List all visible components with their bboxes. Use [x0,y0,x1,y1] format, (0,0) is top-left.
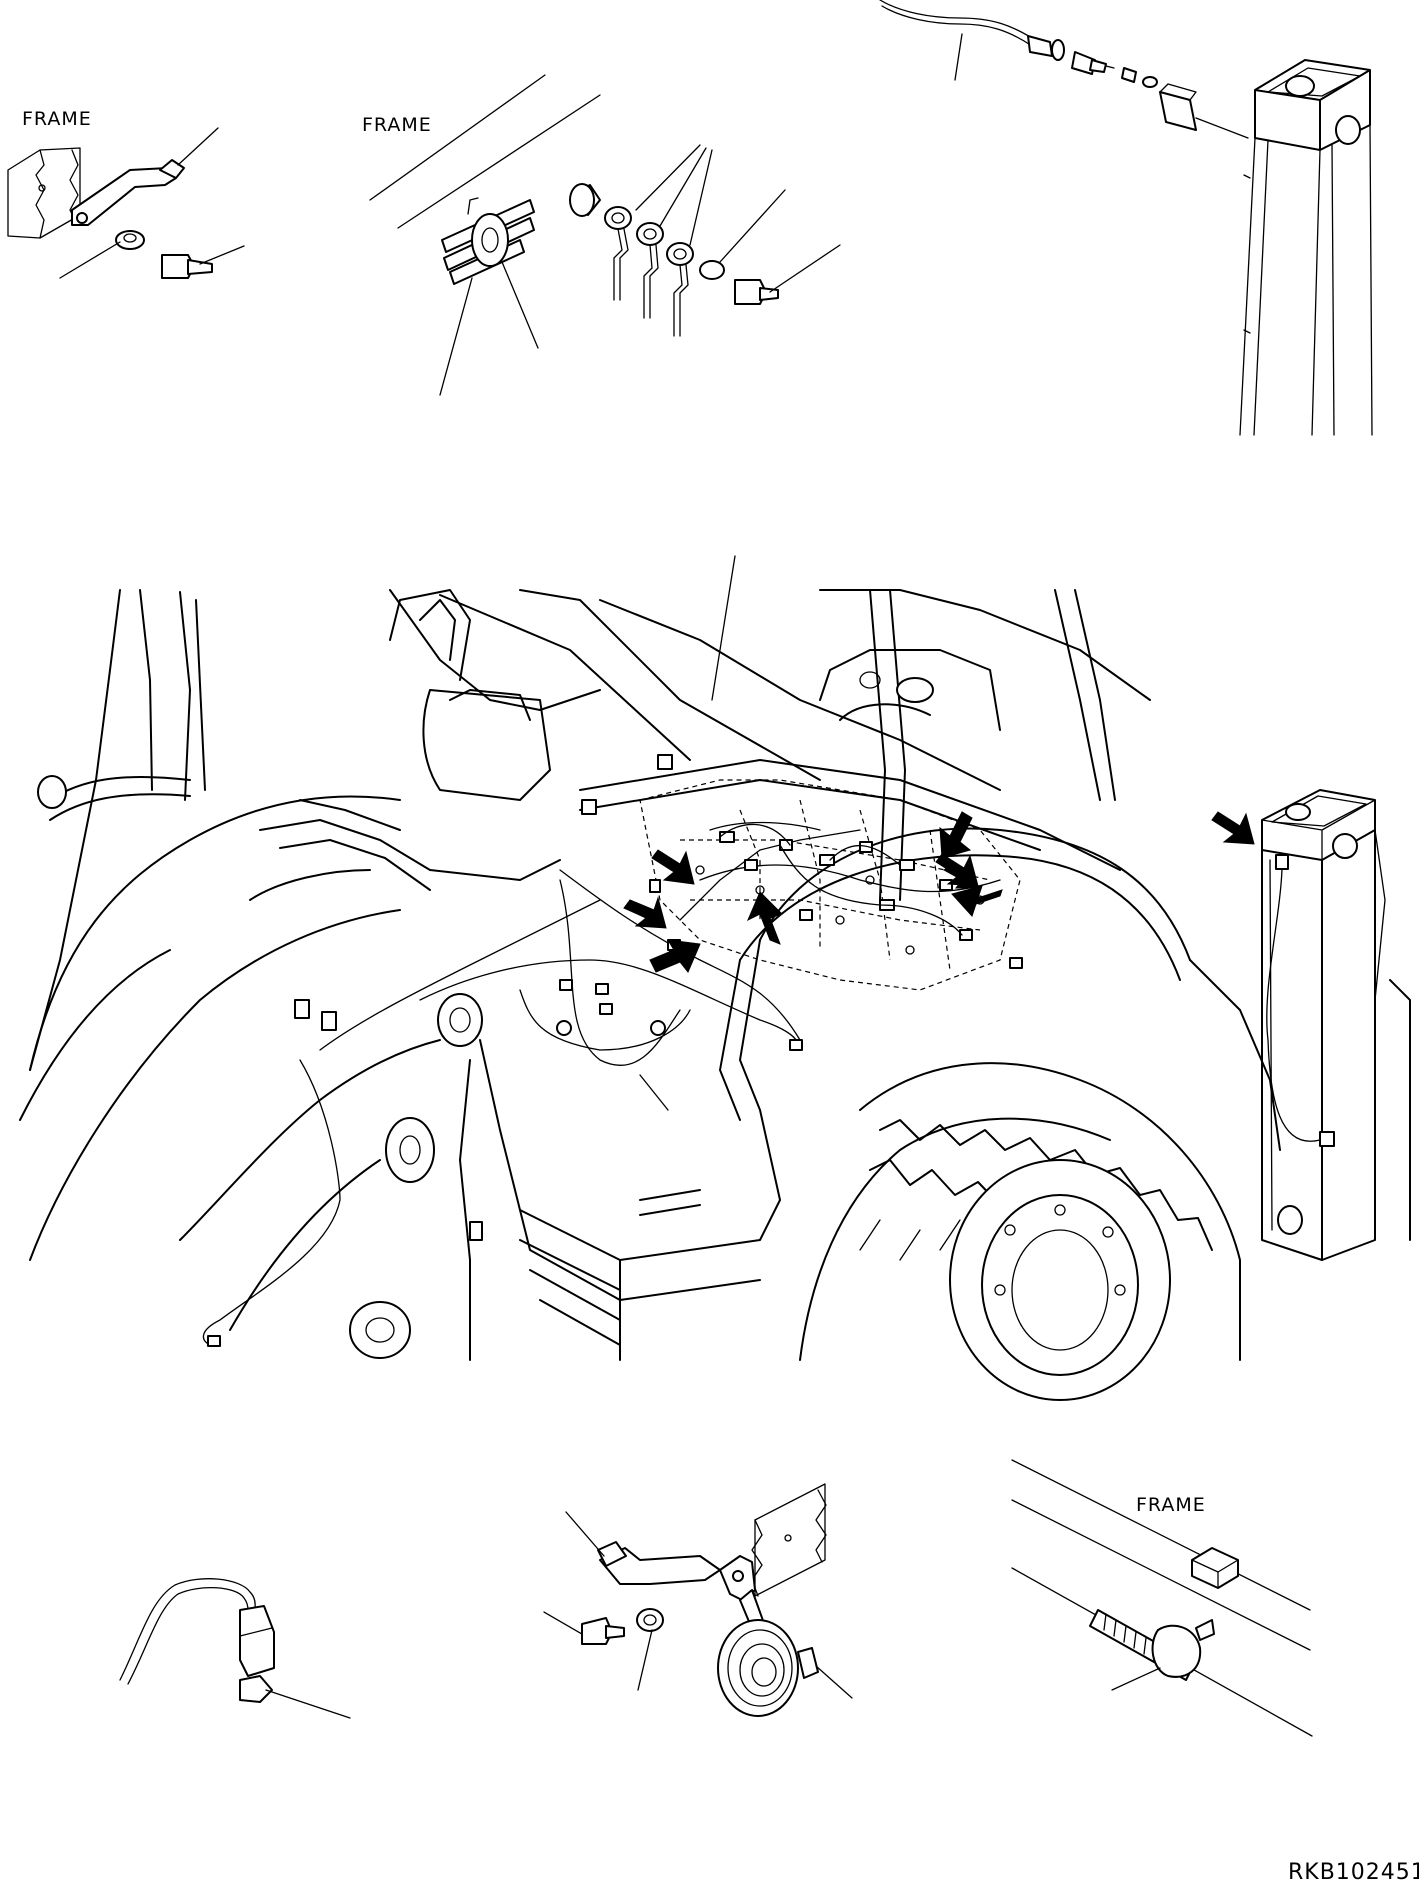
detail-bracket-frame-top-left [7,127,245,279]
arrow-indicator [951,885,1003,917]
main-cab-illustration [19,555,1411,1401]
arrow-indicator [651,849,695,885]
detail-horn-bracket [543,1483,853,1717]
connector-cluster [649,823,1023,969]
arrow-indicator [747,891,783,945]
detail-grommet-terminals [369,74,841,396]
frame-label-top-left: FRAME [22,108,92,130]
arrow-indicator [649,939,701,973]
detail-connector-plug [119,1578,351,1719]
arrow-indicator [939,811,973,859]
reference-code: RKB102451 [1288,1860,1419,1885]
detail-clamp-frame [1011,1459,1313,1737]
arrow-indicator [1211,811,1255,845]
frame-label-top-middle: FRAME [362,114,432,136]
arrow-indicator [623,896,667,929]
detail-sensor-post [879,0,1373,436]
frame-label-bottom-right: FRAME [1136,1494,1206,1516]
arrow-indicator [943,864,979,889]
